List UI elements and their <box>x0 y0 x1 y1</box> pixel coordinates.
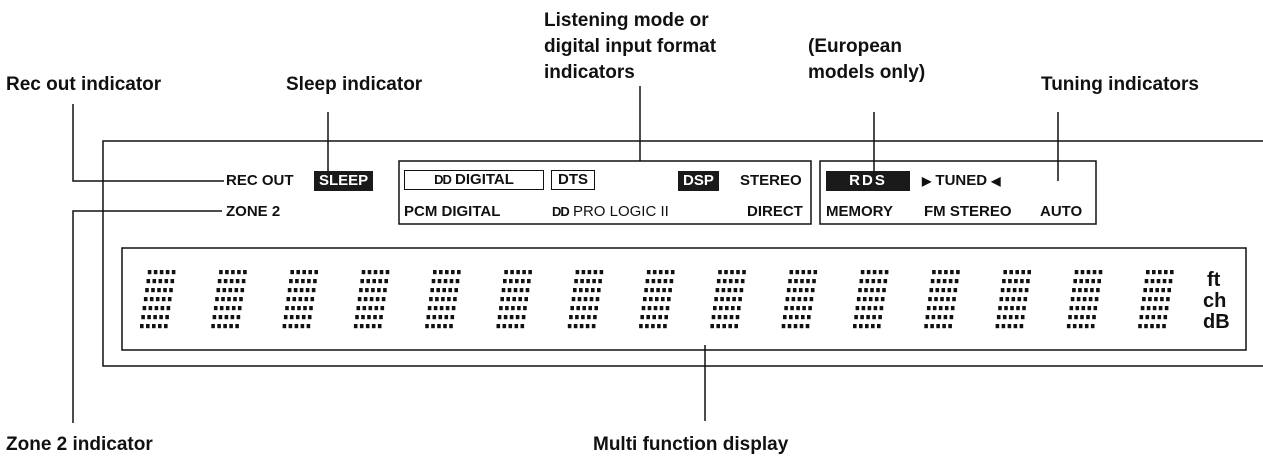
rec-out-callout: Rec out indicator <box>6 74 162 95</box>
dot-matrix-character <box>781 270 818 329</box>
dolby-digital-label: DIGITAL <box>455 171 514 188</box>
tuned-indicator: ▶ TUNED ◀ <box>922 172 1000 190</box>
european-callout-line1: (European <box>808 36 902 57</box>
rec-out-leader <box>72 104 224 182</box>
tuning-callout: Tuning indicators <box>1041 74 1199 95</box>
dot-matrix-character <box>140 270 176 329</box>
pro-logic-label: PRO LOGIC II <box>572 203 669 220</box>
tuning-box <box>819 160 1097 225</box>
dot-matrix-character <box>1066 270 1103 329</box>
listening-callout: Listening mode or digital input format i… <box>544 8 716 86</box>
sleep-callout: Sleep indicator <box>286 74 423 95</box>
dot-matrix-character <box>1138 270 1174 329</box>
pcm-digital-indicator: PCM DIGITAL <box>404 203 501 220</box>
pro-logic-indicator: DD PRO LOGIC II <box>552 203 669 221</box>
dsp-indicator: DSP <box>678 171 719 191</box>
listening-mode-box <box>398 160 812 225</box>
dot-matrix-character <box>425 270 461 329</box>
listening-callout-line1: Listening mode or <box>544 10 709 31</box>
direct-indicator: DIRECT <box>747 203 803 220</box>
zone2-callout: Zone 2 indicator <box>6 434 153 455</box>
unit-db: dB <box>1203 311 1230 333</box>
dot-matrix-character <box>639 270 675 329</box>
memory-indicator: MEMORY <box>826 203 893 220</box>
multi-display-box <box>121 247 1247 351</box>
multi-function-callout: Multi function display <box>593 434 789 455</box>
tuned-right-arrow-icon: ◀ <box>991 174 1001 188</box>
dolby-logo-icon: DD <box>434 172 452 187</box>
rec-out-indicator: REC OUT <box>226 172 294 189</box>
zone2-leader <box>72 210 222 423</box>
dot-matrix-character <box>567 270 604 329</box>
listening-callout-line2: digital input format <box>544 36 717 57</box>
european-callout-line2: models only) <box>808 62 926 83</box>
dot-matrix-character <box>496 270 532 329</box>
unit-ch: ch <box>1203 290 1227 312</box>
dot-matrix-character <box>995 270 1031 329</box>
dot-matrix-character <box>282 270 318 329</box>
tuned-label: TUNED <box>935 172 988 189</box>
stereo-indicator: STEREO <box>740 172 802 189</box>
dolby-digital-indicator: DD DIGITAL <box>404 170 544 190</box>
listening-callout-line3: indicators <box>544 62 635 83</box>
rds-indicator: RDS <box>826 171 910 191</box>
dot-matrix-character <box>924 270 960 329</box>
sleep-indicator: SLEEP <box>314 171 374 191</box>
dot-matrix-character <box>710 270 746 329</box>
dot-matrix-character <box>211 270 247 329</box>
dot-matrix-character <box>853 270 889 329</box>
zone2-indicator: ZONE 2 <box>226 203 281 220</box>
auto-indicator: AUTO <box>1040 203 1083 220</box>
dolby-prologic-logo-icon: DD <box>552 204 570 219</box>
unit-ft: ft <box>1207 269 1221 291</box>
dot-matrix-character <box>353 270 390 329</box>
tuned-left-arrow-icon: ▶ <box>922 174 932 188</box>
dts-indicator: DTS <box>551 170 595 190</box>
fm-stereo-indicator: FM STEREO <box>924 203 1012 220</box>
outer-panel-outline <box>102 140 1263 367</box>
dot-matrix-characters <box>140 270 1174 329</box>
european-callout: (European models only) <box>808 34 925 86</box>
